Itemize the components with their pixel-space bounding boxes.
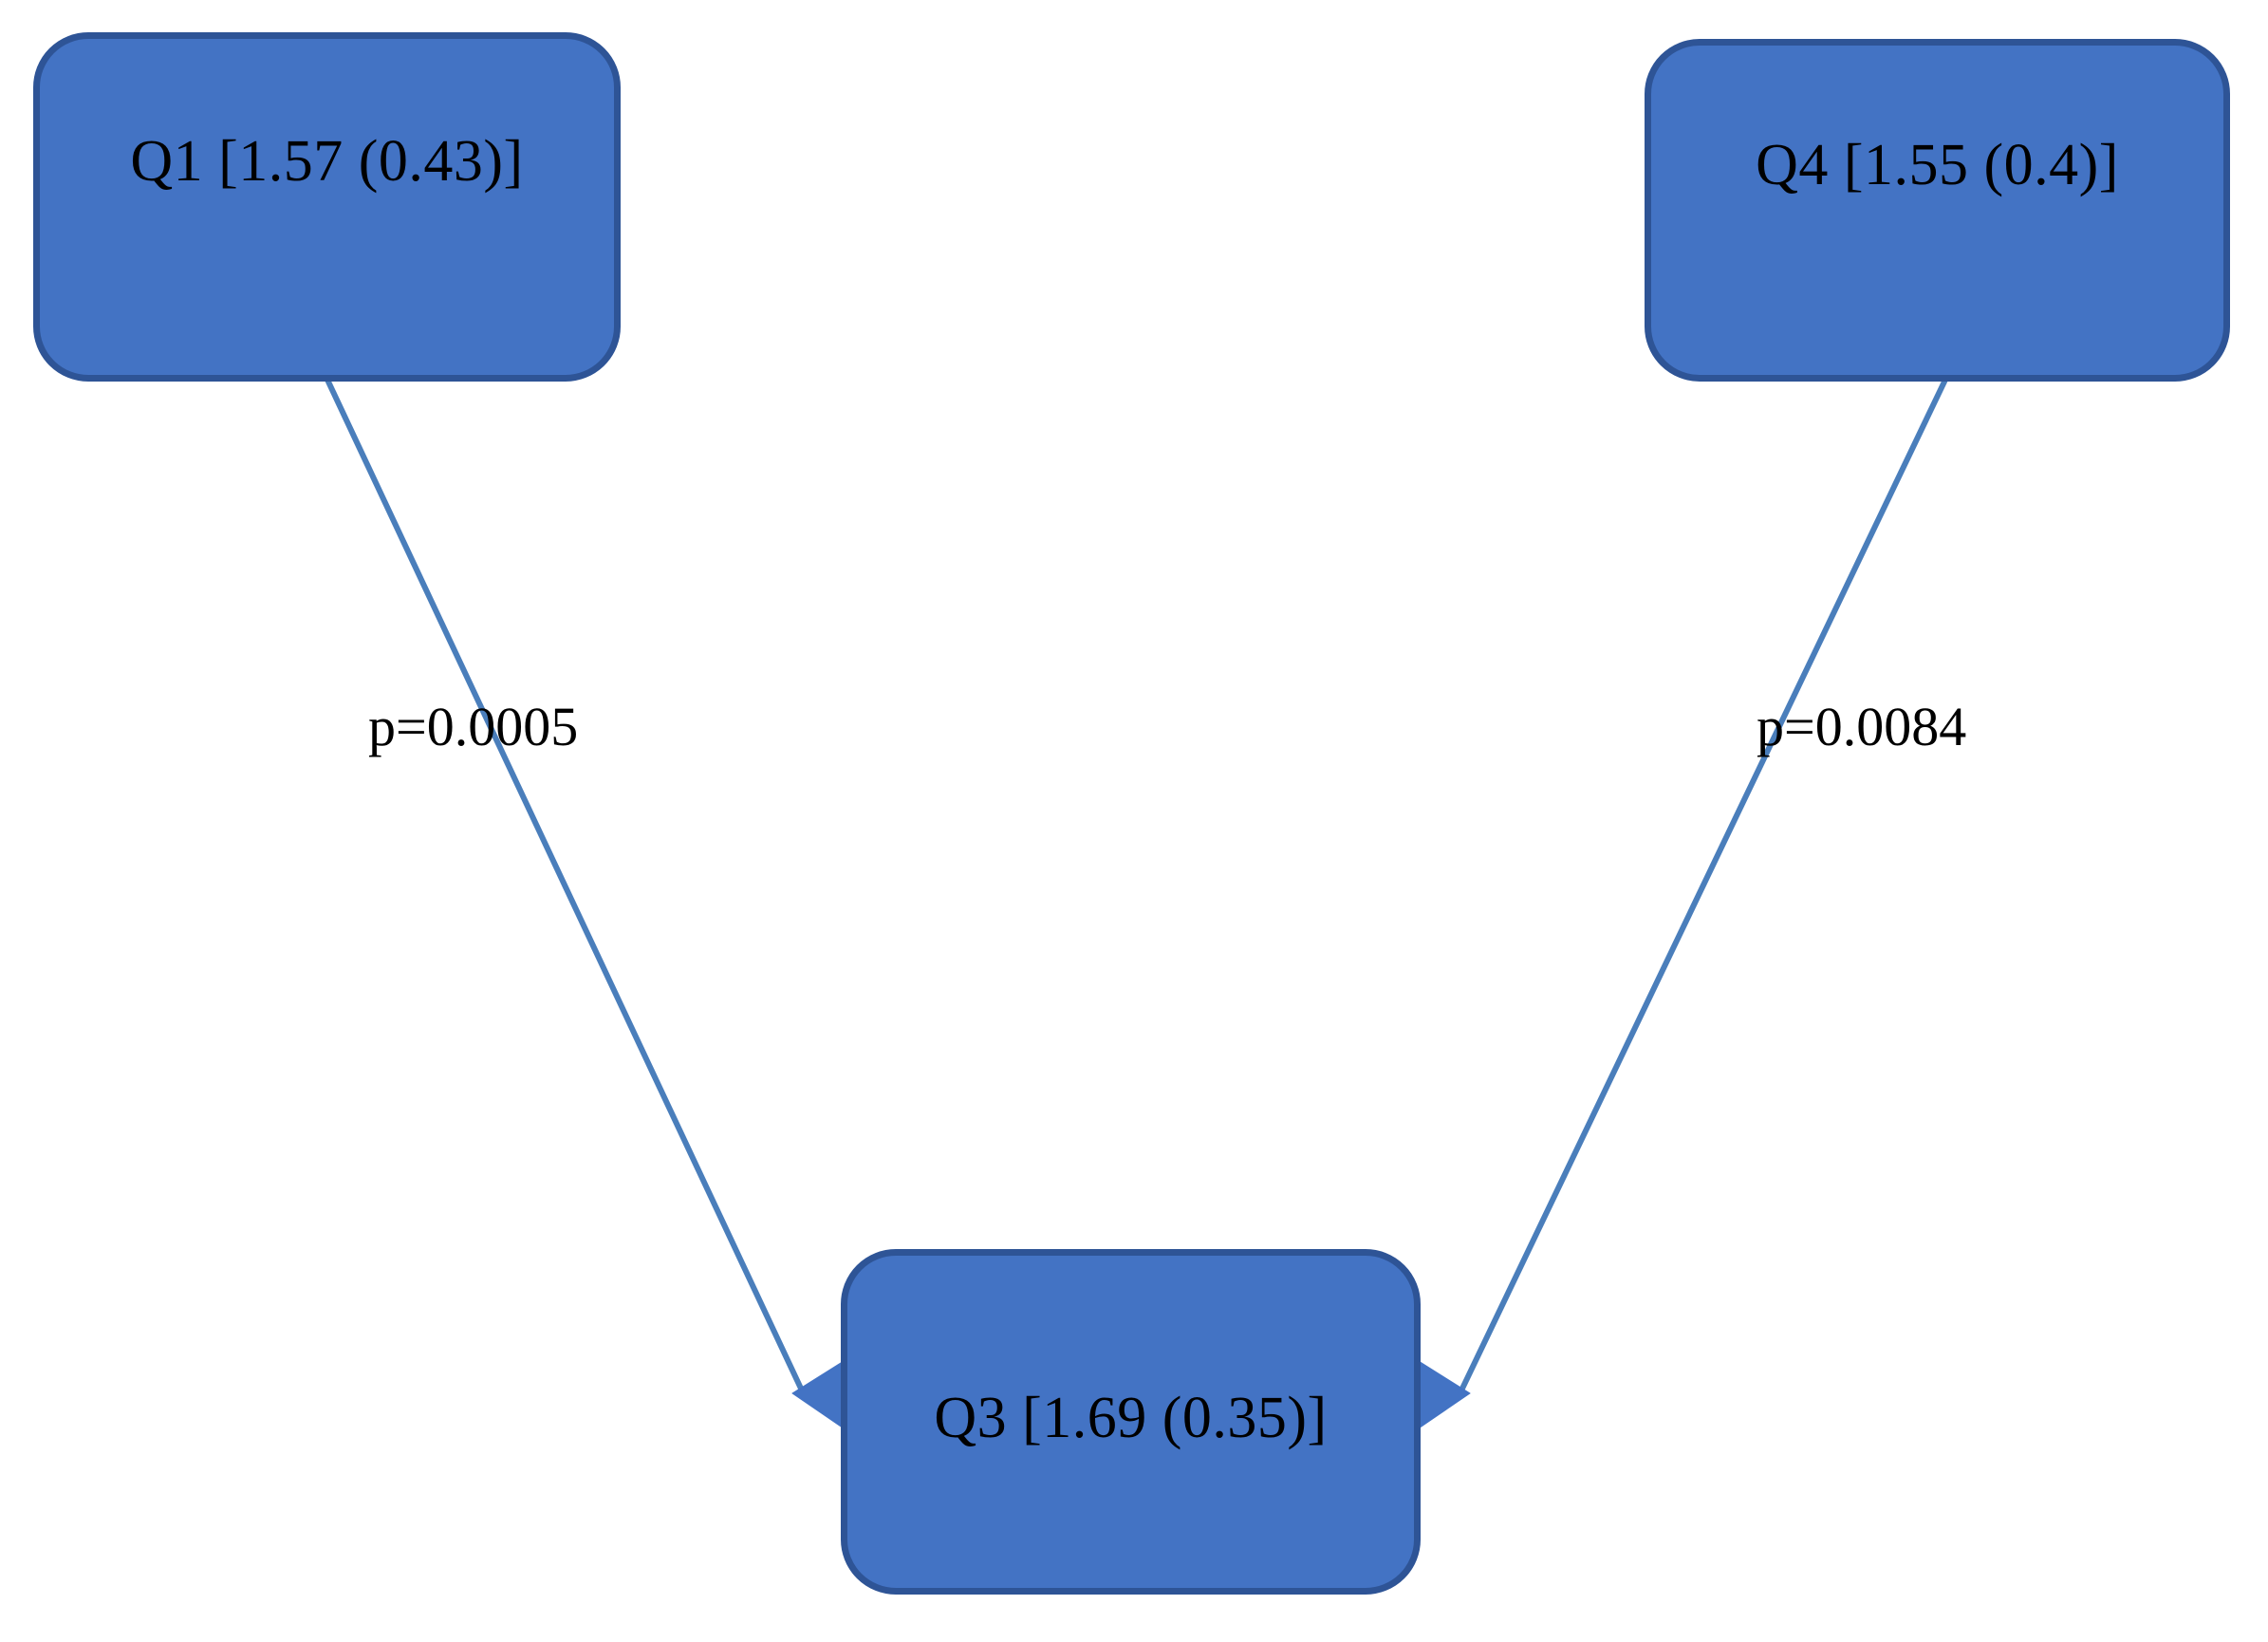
node-q1[interactable]: Q1 [1.57 (0.43)]: [33, 32, 621, 382]
edge-line-q4-q3: [1459, 378, 1948, 1392]
edge-label-q4-q3: p=0.0084: [1757, 696, 1967, 757]
node-q3[interactable]: Q3 [1.69 (0.35)]: [841, 1249, 1421, 1595]
node-q4-label: Q4 [1.55 (0.4)]: [1756, 133, 2119, 197]
arrowhead-q1-q3: [791, 1359, 846, 1430]
edge-line-q1-q3: [325, 378, 805, 1392]
node-q3-label: Q3 [1.69 (0.35)]: [934, 1386, 1328, 1450]
arrowhead-q4-q3: [1417, 1359, 1471, 1430]
edge-label-q1-q3: p=0.0005: [368, 696, 579, 757]
node-q4[interactable]: Q4 [1.55 (0.4)]: [1645, 39, 2230, 382]
node-q1-label: Q1 [1.57 (0.43)]: [130, 129, 524, 194]
